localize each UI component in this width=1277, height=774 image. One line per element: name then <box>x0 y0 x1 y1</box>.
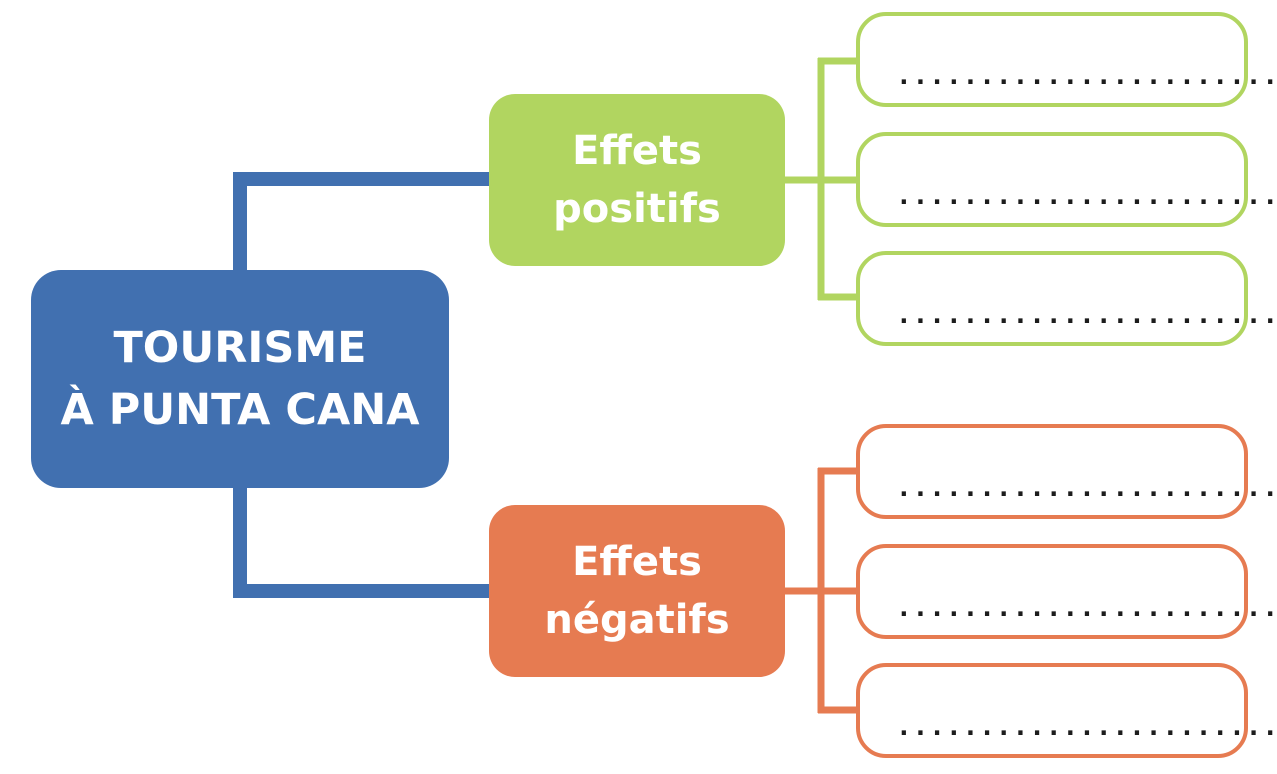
branch-negative-label: Effets négatifs <box>544 539 730 643</box>
negative-answer-box-3[interactable]: ......................... <box>856 663 1277 758</box>
root-label: TOURISME À PUNTA CANA <box>60 322 420 435</box>
root-node: TOURISME À PUNTA CANA <box>31 270 449 488</box>
negative-answer-box-1[interactable]: ......................... <box>856 424 1277 519</box>
answer-placeholder: ......................... <box>896 473 1277 503</box>
positive-answer-box-2[interactable]: ......................... <box>856 132 1277 227</box>
connector-root-positive <box>233 172 489 270</box>
positive-answer-box-3[interactable]: ......................... <box>856 251 1277 346</box>
answer-placeholder: ......................... <box>896 712 1277 742</box>
branch-negative-effects: Effets négatifs <box>489 505 785 677</box>
connector-root-negative <box>233 488 489 598</box>
answer-placeholder: ......................... <box>896 181 1277 211</box>
answer-placeholder: ......................... <box>896 593 1277 623</box>
branch-positive-label: Effets positifs <box>553 128 721 232</box>
negative-answer-box-2[interactable]: ......................... <box>856 544 1277 639</box>
answer-placeholder: ......................... <box>896 61 1277 91</box>
positive-answer-box-1[interactable]: ......................... <box>856 12 1277 107</box>
answer-placeholder: ......................... <box>896 300 1277 330</box>
branch-positive-effects: Effets positifs <box>489 94 785 266</box>
